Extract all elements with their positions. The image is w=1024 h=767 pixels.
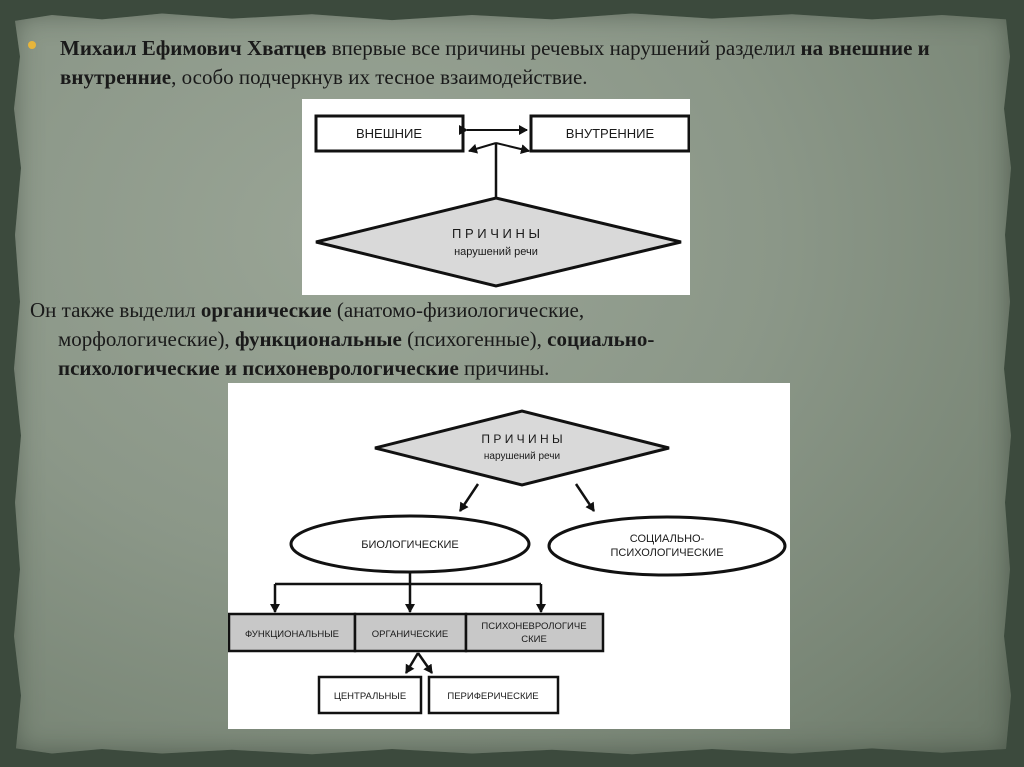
arrow-to-peripheral	[416, 652, 434, 674]
peripheral-label: ПЕРИФЕРИЧЕСКИЕ	[447, 691, 538, 702]
author-name: Михаил Ефимович Хватцев	[60, 36, 327, 60]
para2-text-1: Он также выделил	[30, 298, 201, 322]
psycho-label-1: ПСИХОНЕВРОЛОГИЧЕ	[481, 621, 586, 632]
para1-text-2: , особо подчеркнув их тесное взаимодейст…	[171, 65, 588, 89]
causes-sublabel-2: нарушений речи	[484, 451, 560, 462]
psycho-label-2: СКИЕ	[521, 634, 547, 645]
para1-text-1: впервые все причины речевых нарушений ра…	[326, 36, 801, 60]
internal-box	[529, 114, 691, 153]
para2-text-2: (анатомо-физиологические,	[331, 298, 585, 322]
bullet-icon	[28, 41, 36, 49]
peripheral-box	[427, 675, 560, 715]
arrow-to-internal	[495, 142, 530, 154]
paragraph-external-internal: Михаил Ефимович Хватцев впервые все прич…	[60, 34, 940, 92]
external-label: ВНЕШНИЕ	[356, 126, 422, 141]
causes-sublabel: нарушений речи	[454, 246, 538, 258]
biological-label: БИОЛОГИЧЕСКИЕ	[361, 539, 458, 551]
paragraph-cause-types: Он также выделил органические (анатомо-ф…	[30, 296, 910, 383]
para2-text-3: морфологические),	[58, 327, 235, 351]
internal-label: ВНУТРЕННИЕ	[566, 126, 655, 141]
diagram-external-internal: ВНЕШНИЕ ВНУТРЕННИЕ П Р И Ч И Н Ы нарушен…	[302, 99, 691, 295]
para2-bold-social: социально-	[547, 327, 655, 351]
arrow-to-social	[574, 483, 596, 512]
para1-bold-2: на внешние и внутренние	[60, 36, 930, 89]
para2-line-2: морфологические), функциональные (психог…	[30, 325, 910, 354]
central-label: ЦЕНТРАЛЬНЫЕ	[334, 691, 406, 702]
para2-text-4: (психогенные),	[401, 327, 548, 351]
diagram-cause-hierarchy: П Р И Ч И Н Ы нарушений речи БИОЛОГИЧЕСК…	[227, 383, 790, 729]
para2-text-5: причины.	[458, 356, 550, 380]
social-label-2: ПСИХОЛОГИЧЕСКИЕ	[610, 547, 723, 559]
para2-bold-psycho: психологические и психоневрологические	[58, 356, 459, 380]
functional-label: ФУНКЦИОНАЛЬНЫЕ	[245, 629, 339, 640]
psycho-box	[464, 612, 605, 653]
organic-label: ОРГАНИЧЕСКИЕ	[372, 629, 449, 640]
social-ellipse	[547, 515, 787, 577]
diagram1-svg: ВНЕШНИЕ ВНУТРЕННИЕ П Р И Ч И Н Ы нарушен…	[314, 114, 691, 288]
arrow-to-biological	[458, 483, 480, 512]
causes-diamond-2	[374, 409, 670, 487]
social-label-1: СОЦИАЛЬНО-	[630, 533, 705, 545]
arrow-to-central	[404, 652, 420, 674]
functional-box	[227, 612, 357, 653]
diagram2-svg: П Р И Ч И Н Ы нарушений речи БИОЛОГИЧЕСК…	[227, 409, 787, 715]
para2-bold-functional: функциональные	[234, 327, 402, 351]
causes-label: П Р И Ч И Н Ы	[452, 226, 540, 241]
causes-label-2: П Р И Ч И Н Ы	[481, 432, 562, 446]
para2-bold-organic: органические	[200, 298, 332, 322]
central-box	[317, 675, 423, 715]
arrow-to-external	[468, 142, 497, 154]
causes-diamond	[315, 196, 682, 288]
para2-line-3: психологические и психоневрологические п…	[30, 354, 910, 383]
